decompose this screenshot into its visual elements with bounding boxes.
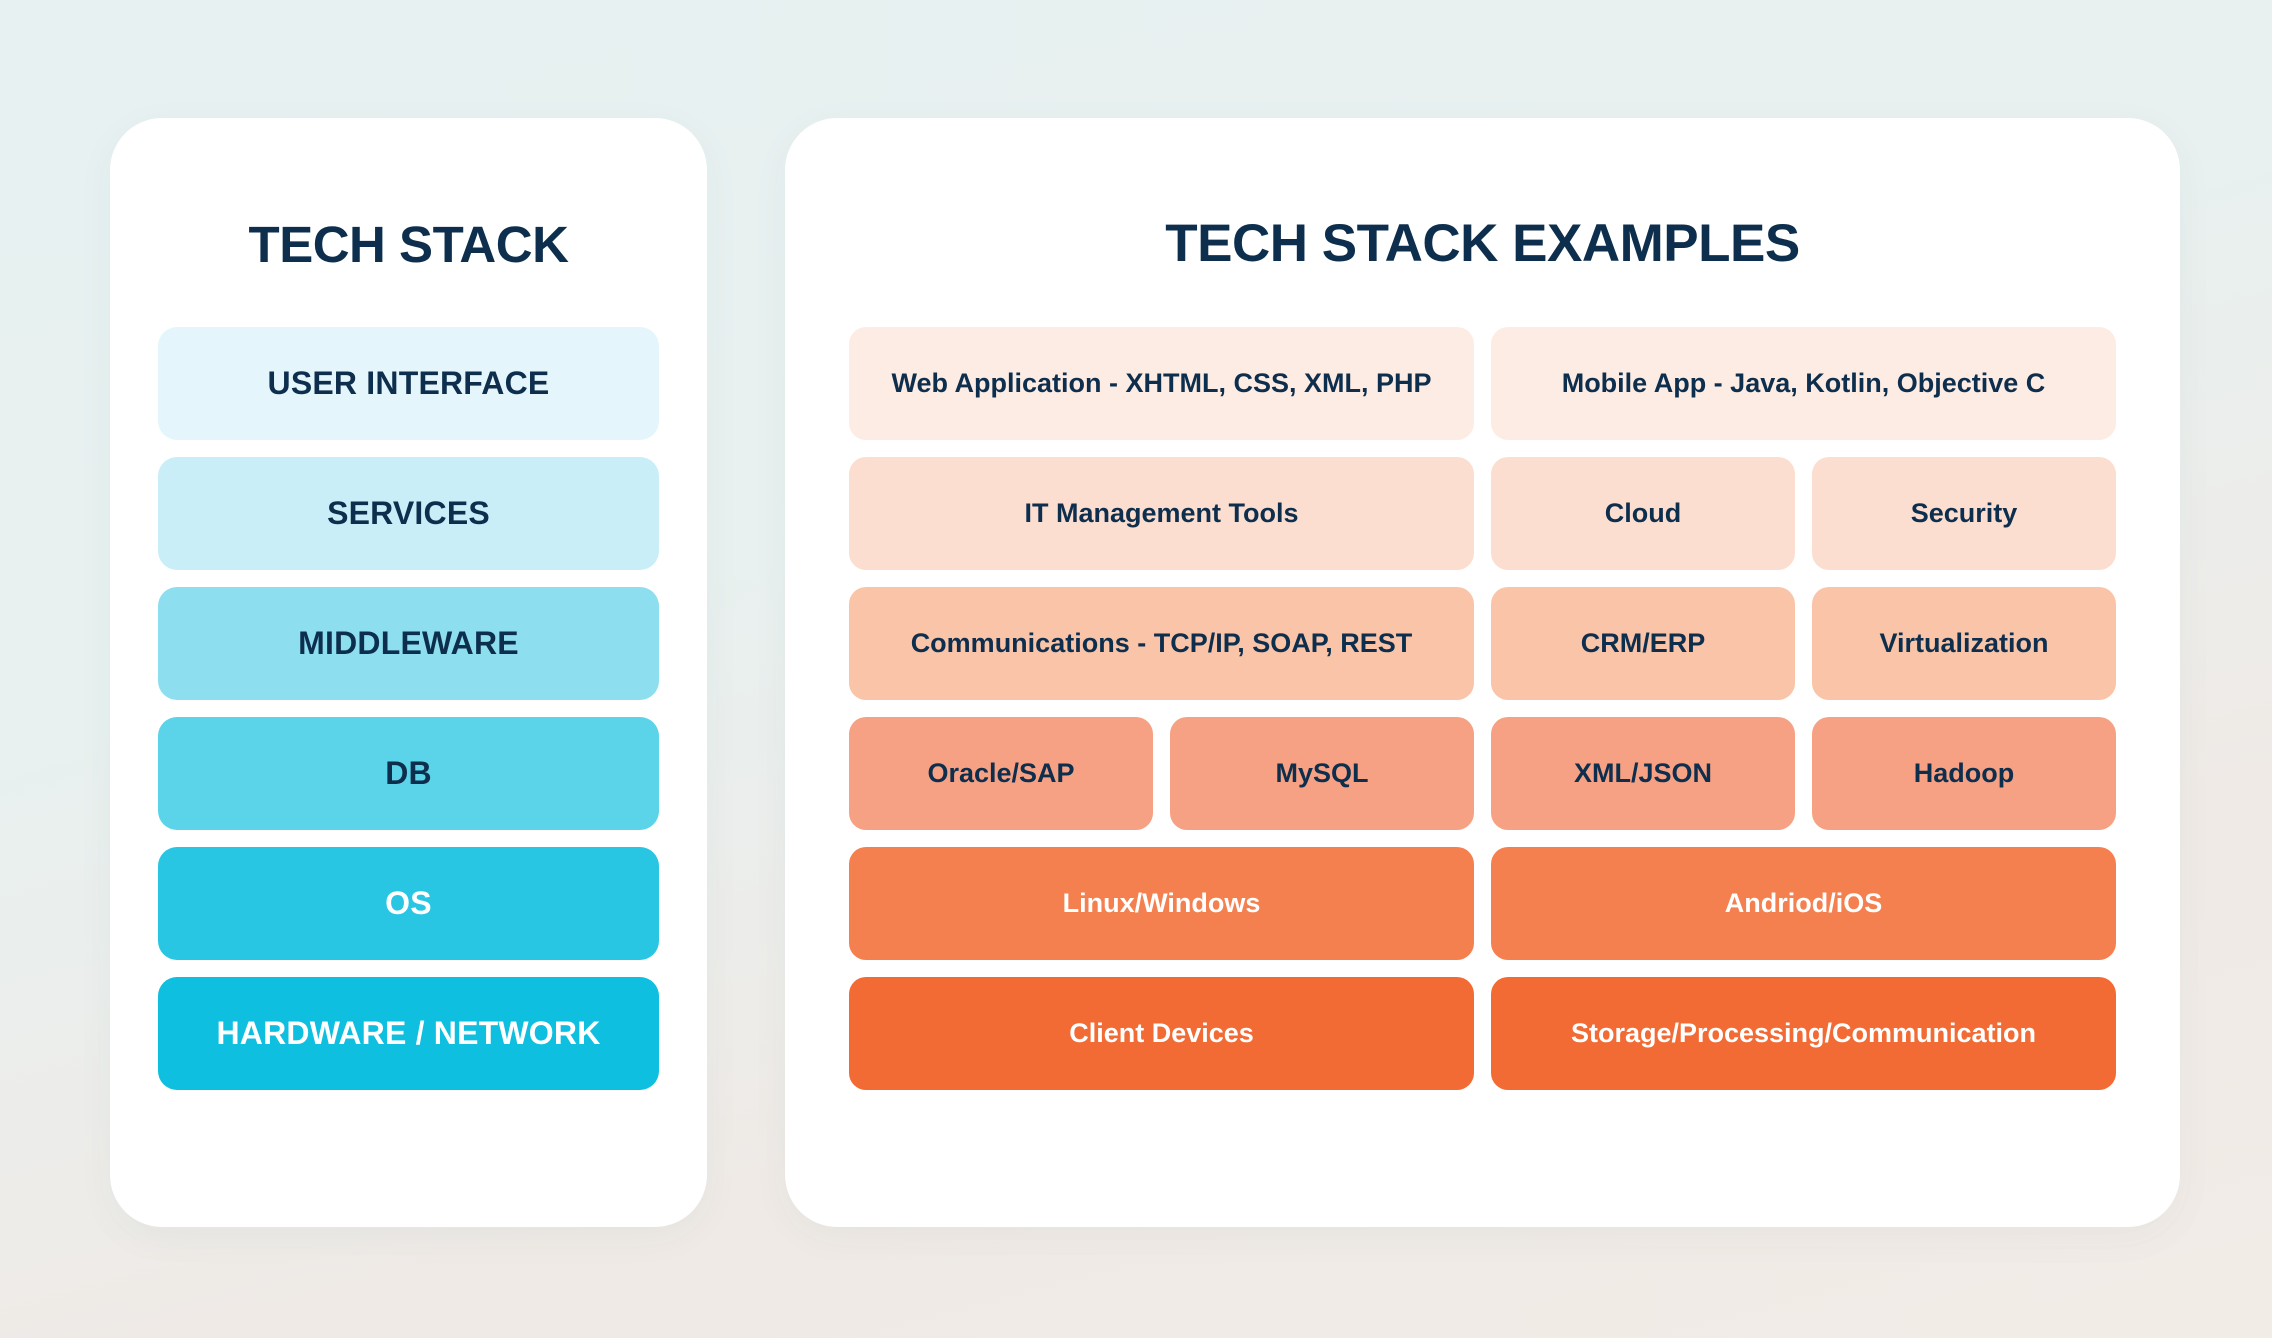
tech-stack-examples-card: TECH STACK EXAMPLES Web Application - XH… (785, 118, 2180, 1227)
example-row: Communications - TCP/IP, SOAP, REST CRM/E… (849, 587, 2116, 700)
example-row-right-group: Mobile App - Java, Kotlin, Objective C (1491, 327, 2116, 440)
example-row: Linux/Windows Andriod/iOS (849, 847, 2116, 960)
stack-layer[interactable]: DB (158, 717, 659, 830)
stack-layer-label: MIDDLEWARE (298, 625, 519, 661)
example-row: Client Devices Storage/Processing/Communi… (849, 977, 2116, 1090)
example-row-left-group: Communications - TCP/IP, SOAP, REST (849, 587, 1474, 700)
tech-stack-title: TECH STACK (248, 216, 569, 273)
example-box[interactable]: Cloud (1491, 457, 1795, 570)
example-box[interactable]: Oracle/SAP (849, 717, 1153, 830)
example-box[interactable]: Web Application - XHTML, CSS, XML, PHP (849, 327, 1474, 440)
stack-layer-label: OS (385, 885, 432, 921)
stack-layer[interactable]: SERVICES (158, 457, 659, 570)
example-row-right-group: CRM/ERP Virtualization (1491, 587, 2116, 700)
example-row-left-group: Oracle/SAP MySQL (849, 717, 1474, 830)
example-row-left-group: Web Application - XHTML, CSS, XML, PHP (849, 327, 1474, 440)
example-row-right-group: Cloud Security (1491, 457, 2116, 570)
stack-layer-label: DB (385, 755, 432, 791)
example-box[interactable]: MySQL (1170, 717, 1474, 830)
example-box[interactable]: Communications - TCP/IP, SOAP, REST (849, 587, 1474, 700)
example-box-label: Virtualization (1879, 628, 2049, 658)
example-box-label: Cloud (1604, 498, 1682, 528)
example-row-right-group: Andriod/iOS (1491, 847, 2116, 960)
example-box-label: Communications - TCP/IP, SOAP, REST (910, 628, 1413, 658)
example-row-right-group: XML/JSON Hadoop (1491, 717, 2116, 830)
example-box[interactable]: Mobile App - Java, Kotlin, Objective C (1491, 327, 2116, 440)
example-row-right-group: Storage/Processing/Communication (1491, 977, 2116, 1090)
example-row-left-group: IT Management Tools (849, 457, 1474, 570)
example-row-left-group: Client Devices (849, 977, 1474, 1090)
tech-stack-examples-grid: Web Application - XHTML, CSS, XML, PHP Mo… (849, 327, 2116, 1090)
example-box[interactable]: Linux/Windows (849, 847, 1474, 960)
stack-layer[interactable]: OS (158, 847, 659, 960)
example-row: Oracle/SAP MySQL XML/JSON Hadoop (849, 717, 2116, 830)
example-box-label: Security (1910, 498, 2018, 528)
example-box-label: Linux/Windows (1062, 888, 1261, 918)
stack-layer-label: HARDWARE / NETWORK (216, 1015, 601, 1051)
example-box[interactable]: XML/JSON (1491, 717, 1795, 830)
example-box-label: Storage/Processing/Communication (1570, 1018, 2037, 1048)
example-row: IT Management Tools Cloud Security (849, 457, 2116, 570)
example-box[interactable]: CRM/ERP (1491, 587, 1795, 700)
tech-stack-examples-title: TECH STACK EXAMPLES (1165, 214, 1800, 273)
example-box-label: Web Application - XHTML, CSS, XML, PHP (891, 368, 1432, 398)
stack-layer[interactable]: USER INTERFACE (158, 327, 659, 440)
example-row: Web Application - XHTML, CSS, XML, PHP Mo… (849, 327, 2116, 440)
example-row-left-group: Linux/Windows (849, 847, 1474, 960)
stack-layer-label: USER INTERFACE (267, 365, 550, 401)
example-box[interactable]: IT Management Tools (849, 457, 1474, 570)
example-box-label: Hadoop (1913, 758, 2015, 788)
example-box-label: XML/JSON (1573, 758, 1713, 788)
example-box-label: Mobile App - Java, Kotlin, Objective C (1561, 368, 2046, 398)
example-box-label: IT Management Tools (1024, 498, 1299, 528)
tech-stack-card: TECH STACK USER INTERFACE SERVICES MIDDLEW… (110, 118, 707, 1227)
example-box[interactable]: Virtualization (1812, 587, 2116, 700)
example-box-label: Oracle/SAP (927, 758, 1075, 788)
example-box[interactable]: Security (1812, 457, 2116, 570)
example-box-label: Client Devices (1069, 1018, 1254, 1048)
example-box[interactable]: Andriod/iOS (1491, 847, 2116, 960)
tech-stack-layer-list: USER INTERFACE SERVICES MIDDLEWARE DB OS HARD… (158, 327, 659, 1090)
example-box[interactable]: Hadoop (1812, 717, 2116, 830)
stack-layer[interactable]: MIDDLEWARE (158, 587, 659, 700)
example-box-label: Andriod/iOS (1724, 888, 1883, 918)
example-box[interactable]: Storage/Processing/Communication (1491, 977, 2116, 1090)
example-box-label: MySQL (1275, 758, 1369, 788)
stack-layer-label: SERVICES (327, 495, 490, 531)
example-box[interactable]: Client Devices (849, 977, 1474, 1090)
example-box-label: CRM/ERP (1580, 628, 1706, 658)
stack-layer[interactable]: HARDWARE / NETWORK (158, 977, 659, 1090)
